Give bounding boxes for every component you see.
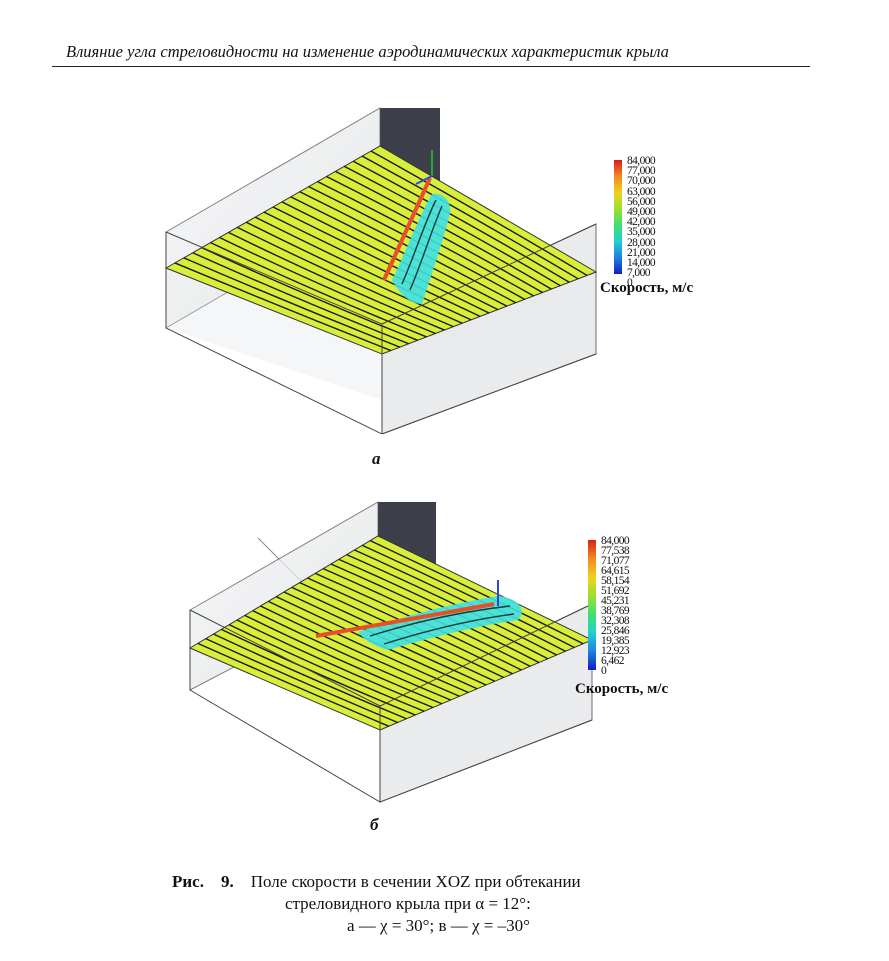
- colorbar-tick: 28,000: [627, 236, 656, 249]
- colorbar-tick: 64,615: [601, 565, 630, 577]
- streamline: [369, 540, 584, 645]
- colorbar-tick: 25,846: [601, 625, 630, 637]
- running-title: Влияние угла стреловидности на изменение…: [66, 42, 669, 61]
- streamline: [228, 624, 425, 712]
- colorbar-tick: 51,692: [601, 585, 630, 597]
- page-header: Влияние угла стреловидности на изменение…: [52, 38, 810, 67]
- caption-text-2: стреловидного крыла при α = 12°:: [285, 894, 531, 913]
- streamline: [263, 211, 481, 318]
- streamline: [205, 638, 398, 724]
- colorbar-tick: 19,385: [601, 635, 630, 647]
- streamline: [352, 160, 570, 283]
- colorbar-tick: 63,000: [627, 185, 656, 198]
- streamline: [272, 206, 490, 314]
- legend-title-a: Скорость, м/с: [600, 280, 694, 296]
- colorbar-tick: 35,000: [627, 226, 656, 239]
- streamline: [228, 231, 445, 331]
- colorbar-tick: 42,000: [627, 216, 656, 229]
- streamline: [252, 610, 451, 701]
- velocity-field-b-image: [188, 501, 594, 803]
- figure-b: [188, 500, 594, 804]
- streamline: [370, 150, 588, 277]
- streamline: [245, 221, 463, 324]
- streamline: [362, 544, 575, 649]
- caption-number: 9.: [220, 872, 234, 891]
- caption-text-1: Поле скорости в сечении XOZ при обтекани…: [250, 872, 581, 891]
- colorbar-tick: 6,462: [601, 655, 624, 667]
- streamline: [281, 201, 499, 311]
- streamline: [344, 165, 561, 287]
- colorbar-tick: 14,000: [627, 256, 656, 269]
- figure-a: [160, 104, 600, 434]
- legend-title-b: Скорость, м/с: [575, 681, 669, 697]
- streamline: [254, 216, 472, 321]
- streamline: [221, 628, 416, 716]
- streamline: [174, 262, 392, 352]
- streamline: [244, 614, 443, 705]
- wing-edge-b: [315, 602, 495, 638]
- colorbar-b: [588, 540, 596, 670]
- streamline: [213, 633, 407, 720]
- colorbar-tick: 38,769: [601, 605, 630, 617]
- colorbar-tick: 0: [601, 665, 607, 677]
- streamline: [210, 241, 427, 338]
- streamline: [237, 226, 454, 328]
- colorbar-tick: 71,077: [601, 555, 630, 567]
- colorbar-tick: 0: [627, 277, 633, 290]
- streamline: [197, 642, 390, 727]
- section-plane-a: [164, 145, 598, 355]
- streamline: [268, 600, 469, 694]
- colorbar-tick: 32,308: [601, 615, 630, 627]
- streamline: [219, 236, 436, 335]
- streamline: [201, 247, 418, 341]
- streamline: [361, 155, 579, 280]
- wing-edge-a: [382, 177, 432, 281]
- colorbar-tick: 7,000: [627, 267, 650, 280]
- streamline: [260, 605, 460, 697]
- colorbar-tick: 84,000: [601, 535, 630, 547]
- caption-prefix: Рис.: [172, 872, 204, 891]
- colorbar-tick: 56,000: [627, 195, 656, 208]
- colorbar-tick: 45,231: [601, 595, 630, 607]
- colorbar-a: [614, 160, 622, 274]
- figure-a-label: а: [372, 449, 381, 468]
- streamline: [346, 554, 557, 656]
- colorbar-tick: 58,154: [601, 575, 630, 587]
- figure-b-label: б: [370, 815, 379, 834]
- velocity-field-a-image: [164, 107, 598, 434]
- figure-caption-line1: Рис. 9. Поле скорости в сечении XOZ при …: [172, 872, 581, 892]
- colorbar-tick: 12,923: [601, 645, 630, 657]
- colorbar-tick: 70,000: [627, 175, 656, 188]
- colorbar-tick: 49,000: [627, 205, 656, 218]
- streamline: [236, 619, 434, 709]
- colorbar-tick: 84,000: [627, 155, 656, 167]
- caption-text-3: а — χ = 30°; в — χ = –30°: [347, 916, 530, 935]
- colorbar-tick: 77,538: [601, 545, 630, 557]
- colorbar-tick: 21,000: [627, 246, 656, 259]
- streamline: [354, 549, 566, 652]
- colorbar-tick: 77,000: [627, 165, 656, 178]
- streamline: [183, 257, 401, 348]
